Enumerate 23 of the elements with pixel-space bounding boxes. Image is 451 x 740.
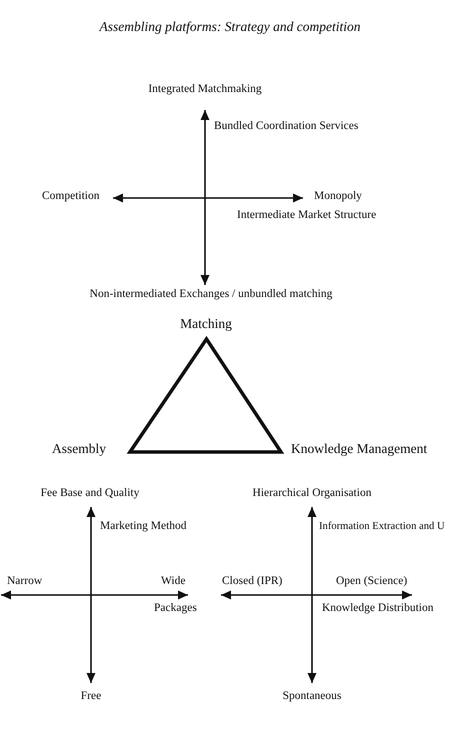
corner-label: Assembly — [52, 441, 106, 457]
axis-end-label: Open (Science) — [336, 575, 408, 589]
axis-end-label: Free — [80, 690, 102, 704]
corner-label: Matching — [180, 316, 232, 332]
triangle — [126, 336, 284, 454]
axis-end-label: Monopoly — [314, 190, 362, 204]
axis-title: Bundled Coordination Services — [214, 120, 358, 134]
axis-title: Packages — [154, 602, 197, 616]
axis-end-label: Competition — [42, 190, 100, 204]
axis-title: Intermediate Market Structure — [237, 209, 376, 223]
running-header: Assembling platforms: Strategy and competition — [100, 19, 360, 35]
axis-title: Marketing Method — [100, 520, 187, 534]
axis-end-label: Spontaneous — [282, 690, 342, 704]
axis-title: Knowledge Distribution — [322, 602, 434, 616]
axis-end-label: Non-intermediated Exchanges / unbundled matching — [90, 288, 332, 302]
axis-end-label: Fee Base and Quality — [40, 487, 140, 501]
axis-end-label: Wide — [161, 575, 186, 589]
axis-end-label: Closed (IPR) — [222, 575, 282, 589]
axis-end-label: Hierarchical Organisation — [252, 487, 372, 501]
axis-title: Information Extraction and U — [319, 520, 445, 534]
axis-end-label: Integrated Matchmaking — [148, 83, 262, 97]
axis-end-label: Narrow — [7, 575, 42, 589]
corner-label: Knowledge Management — [291, 441, 428, 457]
